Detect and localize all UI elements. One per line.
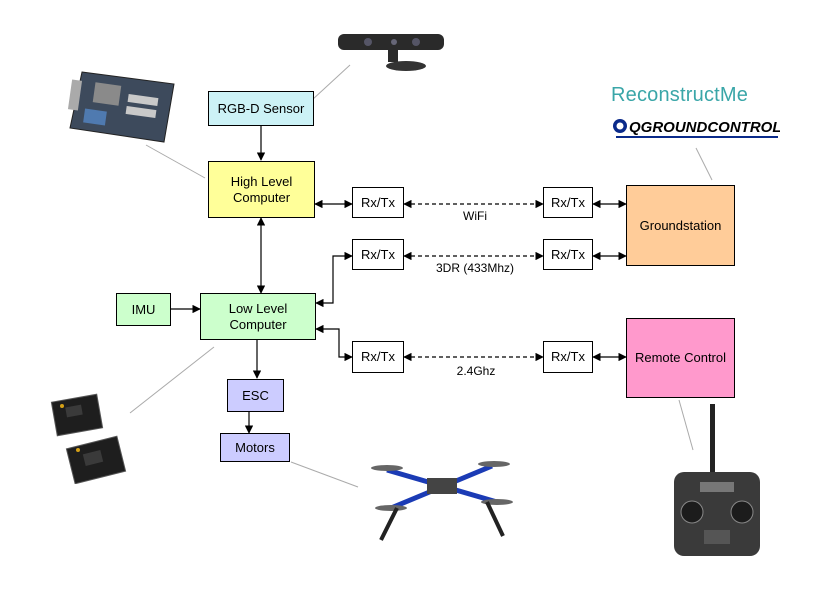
low-level-computer-label: Low Level Computer <box>228 300 288 332</box>
rxtx-label: Rx/Tx <box>551 349 585 364</box>
qgc-logo-text: QGROUNDCONTROL <box>629 119 780 136</box>
high-level-computer-label: High Level Computer <box>230 173 293 205</box>
rxtx-box-wifi-right: Rx/Tx <box>543 187 593 218</box>
imu-label: IMU <box>131 301 156 317</box>
wifi-link-label: WiFi <box>463 209 487 223</box>
reconstructme-logo: ReconstructMe <box>611 84 749 106</box>
rxtx-box-rc-left: Rx/Tx <box>352 341 404 373</box>
rxtx-label: Rx/Tx <box>361 194 395 210</box>
motherboard-image <box>67 71 175 143</box>
quadcopter-image <box>371 461 513 541</box>
remote-control-box: Remote Control <box>626 318 735 398</box>
rgbd-camera-image <box>338 34 444 71</box>
rxtx-box-3dr-left: Rx/Tx <box>352 239 404 270</box>
groundstation-box: Groundstation <box>626 185 735 266</box>
rxtx-label: Rx/Tx <box>361 349 395 364</box>
rxtx-label: Rx/Tx <box>551 194 585 210</box>
motors-label: Motors <box>235 439 275 455</box>
rxtx-box-3dr-right: Rx/Tx <box>543 239 593 270</box>
rxtx-label: Rx/Tx <box>361 246 395 262</box>
low-level-computer-box: Low Level Computer <box>200 293 316 340</box>
3dr-link-label: 3DR (433Mhz) <box>435 261 515 275</box>
imu-box: IMU <box>116 293 171 326</box>
2-4ghz-link-label: 2.4Ghz <box>456 364 496 378</box>
esc-box: ESC <box>227 379 284 412</box>
motors-box: Motors <box>220 433 290 462</box>
high-level-computer-box: High Level Computer <box>208 161 315 218</box>
groundstation-label: Groundstation <box>639 217 722 233</box>
rc-transmitter-image <box>674 404 760 556</box>
flight-controller-image <box>50 393 127 484</box>
rgbd-sensor-label: RGB-D Sensor <box>217 100 305 116</box>
rxtx-box-wifi-left: Rx/Tx <box>352 187 404 218</box>
remote-control-label: Remote Control <box>634 350 727 365</box>
qgroundcontrol-logo: QGROUNDCONTROL <box>613 119 780 138</box>
rxtx-label: Rx/Tx <box>551 246 585 262</box>
rgbd-sensor-box: RGB-D Sensor <box>208 91 314 126</box>
esc-label: ESC <box>242 387 269 403</box>
rxtx-box-rc-right: Rx/Tx <box>543 341 593 373</box>
